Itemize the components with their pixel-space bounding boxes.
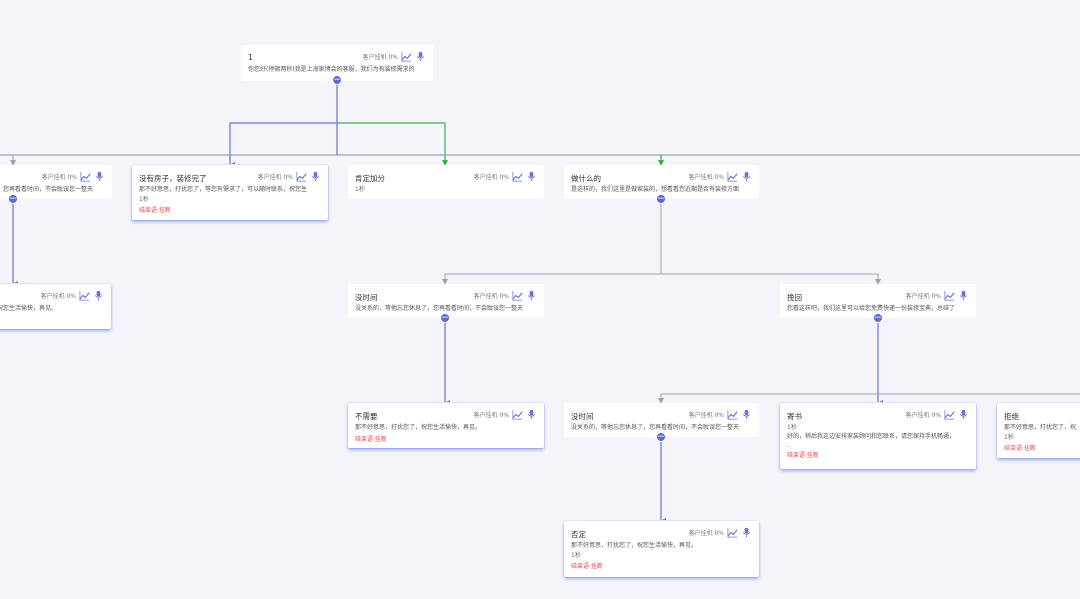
microphone-icon[interactable] [415,51,426,62]
node-content: 没关系的，等他忘您休息了，您再看看时间，不会耽误您一整天 [571,424,740,431]
node-title: 否定 [571,530,586,539]
hangup-stat: 客户挂机 0% [41,174,77,181]
node-title: 没有房子，装修完了 [139,174,207,183]
microphone-icon[interactable] [310,171,321,182]
microphone-icon[interactable] [741,171,752,182]
node-content: 祝您生活愉快，再见。 [0,305,58,312]
hangup-stat: 客户挂机 0% [473,174,509,181]
edge-root-bonus [337,122,448,166]
node-no-time[interactable]: 没时间 客户挂机 0% 没关系的，等他忘您休息了，您再看看时间，不会耽误您一整天 [348,284,544,318]
node-duration: 1秒 [787,424,797,431]
hangup-stat: 客户挂机 0% [905,412,941,419]
node-send-book[interactable]: 寄书 客户挂机 0% 1秒 好的，稍后我这边安排家装顾问和您联系，请您保持手机畅… [780,403,976,469]
minus-circle-icon[interactable]: − [656,194,666,204]
line-chart-icon[interactable] [512,290,523,301]
node-bonus[interactable]: 肯定加分 客户挂机 0% 1秒 [348,165,544,199]
hangup-stat: 客户挂机 0% [257,174,293,181]
node-ellipsis: .. [787,442,791,449]
microphone-icon[interactable] [526,290,537,301]
node-duration: 1秒 [139,196,149,203]
end-tag: 结束语·挂断 [787,452,819,459]
node-content: 那不好意思，打扰您了，祝您生活愉快，再见。 [355,424,482,431]
node-title: 做什么的 [571,174,601,183]
line-chart-icon[interactable] [512,171,523,182]
line-chart-icon[interactable] [944,290,955,301]
node-content: 那不好意思，打扰您了，等您有需求了，可以随时联系，祝您生 [139,186,308,193]
line-chart-icon[interactable] [296,171,307,182]
node-content: 那不好意思，打扰您了，祝 [1004,424,1077,431]
end-tag: 结束语·挂断 [571,563,603,570]
microphone-icon[interactable] [94,171,105,182]
microphone-icon[interactable] [741,409,752,420]
node-content: 是这样的，我们这里是做家装的，想看看您近期是否有装修方面 [571,186,740,193]
node-title: 拒绝 [1004,412,1019,421]
node-duration: 1秒 [1004,434,1014,441]
microphone-icon[interactable] [958,409,969,420]
node-content: 好的，稍后我这边安排家装顾问和您联系，请您保持手机畅通， [787,433,956,440]
minus-circle-icon[interactable]: − [8,194,18,204]
node-title: 寄书 [787,412,802,421]
minus-circle-icon[interactable]: − [656,432,666,442]
hangup-stat: 客户挂机 0% [362,54,398,61]
microphone-icon[interactable] [526,409,537,420]
end-tag: 结束语·挂断 [1004,445,1036,452]
edge-what-no-time [442,273,661,285]
line-chart-icon[interactable] [727,527,738,538]
node-title: 没时间 [571,412,594,421]
microphone-icon[interactable] [93,290,104,301]
hangup-stat: 客户挂机 0% [688,174,724,181]
node-what[interactable]: 做什么的 客户挂机 0% 是这样的，我们这里是做家装的，想看看您近期是否有装修方… [564,165,759,199]
edge-what-detain [661,273,881,285]
end-tag: 结束语·挂断 [139,207,171,214]
line-chart-icon[interactable] [727,409,738,420]
node-refuse[interactable]: 拒绝 那不好意思，打扰您了，祝 1秒 结束语·挂断 [997,403,1080,458]
node-title: 肯定加分 [355,174,385,183]
node-left-child[interactable]: 客户挂机 0% 祝您生活愉快，再见。 [0,284,111,329]
line-chart-icon[interactable] [512,409,523,420]
node-content: 你您好(停顿两秒)我是上海家博会的客服，我们为有装修需求的 [248,66,415,73]
node-content: 您看这样吧，我们这里可以给您免费快递一份装修宝典，总结了 [787,305,956,312]
node-not-needed[interactable]: 不需要 客户挂机 0% 那不好意思，打扰您了，祝您生活愉快，再见。 结束语·挂断 [348,403,544,448]
hangup-stat: 客户挂机 0% [905,293,941,300]
node-left-partial[interactable]: 客户挂机 0% ，您再看看时间，不会耽误您一整天 [0,165,112,199]
node-content: 那不好意思，打扰您了，祝您生活愉快，再见。 [571,542,698,549]
microphone-icon[interactable] [526,171,537,182]
node-title: 1 [248,53,253,62]
node-content: 没关系的，等他忘您休息了，您再看看时间，不会耽误您一整天 [355,305,524,312]
hangup-stat: 客户挂机 0% [473,412,509,419]
hangup-stat: 客户挂机 0% [688,530,724,537]
hangup-stat: 客户挂机 0% [40,293,76,300]
microphone-icon[interactable] [958,290,969,301]
hangup-stat: 客户挂机 0% [688,412,724,419]
edge-root-no-house [229,122,337,168]
node-detain[interactable]: 挽回 客户挂机 0% 您看这样吧，我们这里可以给您免费快递一份装修宝典，总结了 [780,284,976,318]
node-no-house[interactable]: 没有房子，装修完了 客户挂机 0% 那不好意思，打扰您了，等您有需求了，可以随时… [132,165,328,220]
minus-circle-icon[interactable]: − [440,313,450,323]
minus-circle-icon[interactable]: − [332,75,342,85]
hangup-stat: 客户挂机 0% [473,293,509,300]
line-chart-icon[interactable] [401,51,412,62]
end-tag: 结束语·挂断 [355,436,387,443]
node-title: 挽回 [787,293,802,302]
node-no-time-2[interactable]: 没时间 客户挂机 0% 没关系的，等他忘您休息了，您再看看时间，不会耽误您一整天 [564,403,759,437]
node-duration: 1秒 [571,552,581,559]
line-chart-icon[interactable] [79,290,90,301]
node-title: 不需要 [355,412,378,421]
line-chart-icon[interactable] [727,171,738,182]
line-chart-icon[interactable] [80,171,91,182]
node-title: 没时间 [355,293,378,302]
node-duration: 1秒 [355,186,365,193]
line-chart-icon[interactable] [944,409,955,420]
minus-circle-icon[interactable]: − [873,313,883,323]
node-negative[interactable]: 否定 客户挂机 0% 那不好意思，打扰您了，祝您生活愉快，再见。 1秒 结束语·… [564,521,759,577]
edge-detain-no-time2 [658,393,878,404]
node-content: ，您再看看时间，不会耽误您一整天 [0,186,94,193]
microphone-icon[interactable] [741,527,752,538]
